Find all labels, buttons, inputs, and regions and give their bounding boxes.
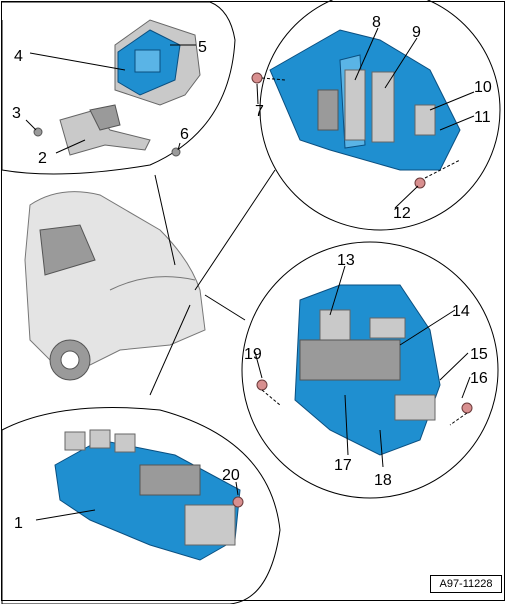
callout-1: 1 <box>14 515 23 532</box>
fuse-relay-holder-assembly <box>256 284 473 456</box>
detail-circle-mid-right <box>241 241 499 499</box>
detail-circle-top-right <box>259 0 501 231</box>
callout-14: 14 <box>452 303 470 320</box>
callout-17: 17 <box>334 457 352 474</box>
callout-4: 4 <box>14 48 23 65</box>
vehicle-body <box>24 191 206 381</box>
callout-3: 3 <box>12 105 21 122</box>
detail-circle-top-left <box>1 1 236 175</box>
callout-15: 15 <box>470 346 488 363</box>
callout-19: 19 <box>244 346 262 363</box>
relay-carrier-assembly <box>251 29 461 189</box>
callout-11: 11 <box>474 109 491 126</box>
callout-5: 5 <box>198 39 207 56</box>
callout-16: 16 <box>470 370 488 387</box>
detail-circle-bottom-left <box>1 407 281 604</box>
callout-20: 20 <box>222 467 240 484</box>
callout-13: 13 <box>337 252 355 269</box>
callout-10: 10 <box>474 79 492 96</box>
callout-2: 2 <box>38 150 47 167</box>
control-unit-assembly <box>33 19 201 157</box>
callout-8: 8 <box>372 14 381 31</box>
detail-leader-lines <box>149 169 276 396</box>
callout-9: 9 <box>412 24 421 41</box>
callout-12: 12 <box>393 205 411 222</box>
callout-18: 18 <box>374 472 392 489</box>
callout-6: 6 <box>180 126 189 143</box>
callout-leader-lines <box>25 27 475 521</box>
callout-numbers: 1 2 3 4 5 6 7 8 9 10 11 12 13 14 15 16 1… <box>12 14 492 532</box>
callout-7: 7 <box>255 103 264 120</box>
fuse-box-assembly <box>54 429 244 561</box>
figure-reference-label: A97-11228 <box>430 575 502 593</box>
